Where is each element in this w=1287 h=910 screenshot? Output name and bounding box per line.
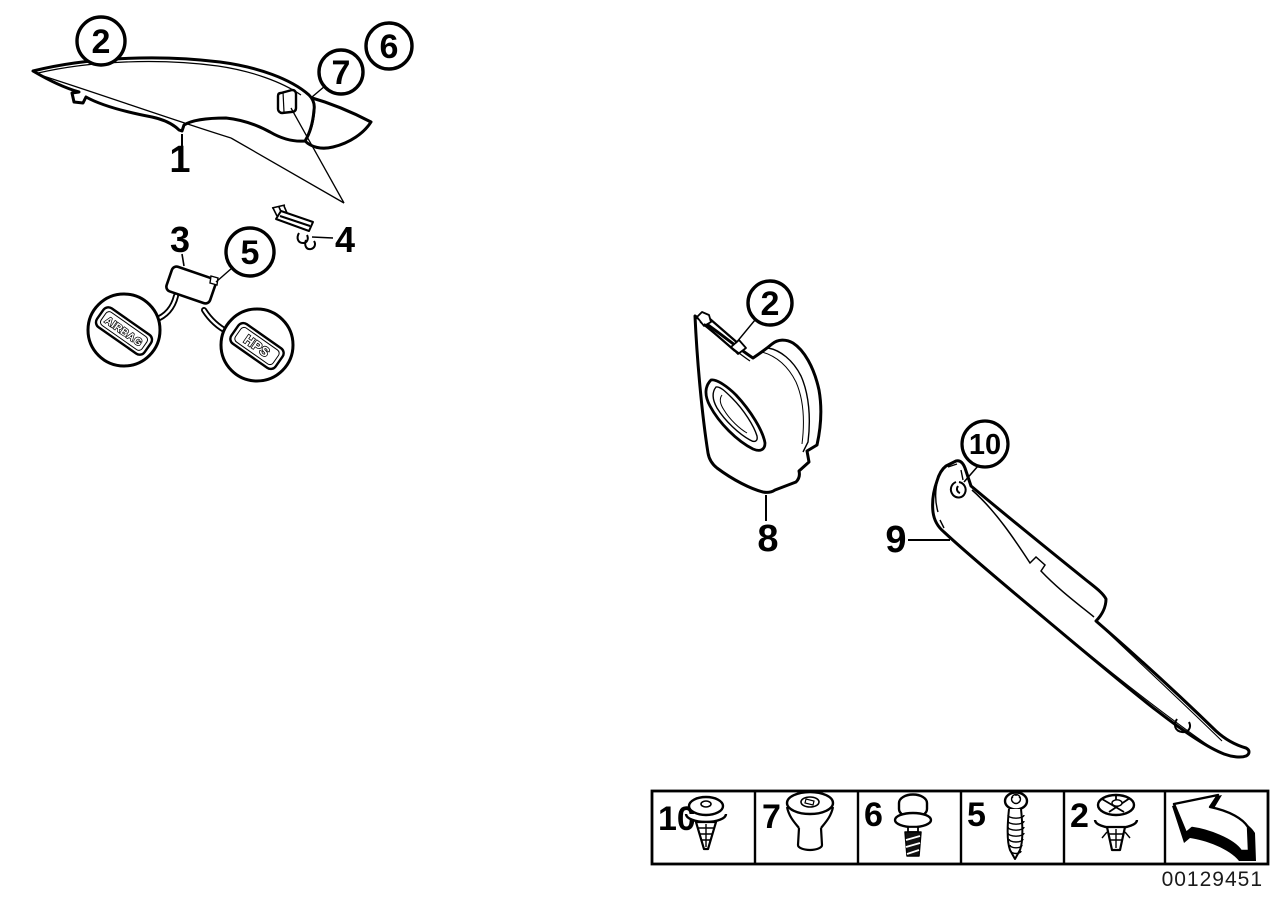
label-3[interactable]: 3 xyxy=(170,219,190,260)
legend-cell-7-label[interactable]: 7 xyxy=(762,798,781,836)
screw-washer-icon xyxy=(893,793,933,857)
plate-pin xyxy=(209,275,219,286)
leader-wedge-line-1 xyxy=(230,137,345,204)
legend-cell-5[interactable]: 5 xyxy=(967,791,1029,860)
label-4-leader xyxy=(311,236,334,239)
legend-cell-2-label[interactable]: 2 xyxy=(1070,797,1089,835)
clip-bracket-drawing xyxy=(271,204,334,251)
callout-7-circle[interactable] xyxy=(317,48,365,96)
b-pillar-top-inner-line xyxy=(699,321,751,362)
legend-cell-10[interactable]: 10 xyxy=(658,795,728,851)
airbag-emblem-inner xyxy=(100,311,148,351)
sill-outline xyxy=(931,459,1251,759)
callout-2b-number[interactable]: 2 xyxy=(761,285,780,323)
callout-6[interactable]: 6 xyxy=(364,21,414,71)
legend-cell-dividers xyxy=(753,791,1167,864)
a-pillar-outline xyxy=(31,56,316,143)
bracket-teeth xyxy=(271,204,288,217)
callout-7[interactable]: 7 xyxy=(311,48,365,98)
callout-2-b-pillar[interactable]: 2 xyxy=(746,279,794,327)
sill-tail-inner-line xyxy=(1099,624,1223,742)
callout-10-circle[interactable] xyxy=(960,419,1010,469)
callout-10[interactable]: 10 xyxy=(960,419,1010,469)
callout-5-number[interactable]: 5 xyxy=(241,234,260,272)
emblem-plate-drawing: AIRBAG HPS xyxy=(86,253,295,383)
callout-2-a-pillar[interactable]: 2 xyxy=(75,15,127,67)
label-4-number[interactable]: 4 xyxy=(335,219,355,260)
airbag-emblem-outline xyxy=(94,306,154,356)
callout-2a-number[interactable]: 2 xyxy=(92,23,111,61)
callout-6-circle[interactable] xyxy=(364,21,414,71)
callout-2b-leader xyxy=(735,319,756,344)
sill-clip-curl xyxy=(949,481,967,499)
label-1[interactable]: 1 xyxy=(169,134,191,181)
arrow-body xyxy=(1172,793,1251,853)
bracket-prongs xyxy=(296,232,316,251)
callout-6-number[interactable]: 6 xyxy=(380,28,399,66)
callout-2a-circle[interactable] xyxy=(75,15,127,67)
callout-10-number[interactable]: 10 xyxy=(969,429,1001,461)
callout-10-leader xyxy=(963,465,979,483)
expanding-rivet-icon xyxy=(684,795,728,851)
legend-cell-7[interactable]: 7 xyxy=(762,790,835,852)
hps-emblem-outline xyxy=(229,321,285,371)
sill-tab-lines xyxy=(935,463,964,529)
label-8[interactable]: 8 xyxy=(757,518,778,560)
sill-face-line-with-notch xyxy=(971,489,1095,618)
a-pillar-lip-line xyxy=(39,74,232,139)
a-pillar-trim-drawing xyxy=(31,56,373,204)
expanding-clip-icon xyxy=(1093,793,1139,852)
tapping-screw-icon xyxy=(1003,791,1029,860)
b-pillar-edge-line-1 xyxy=(767,347,810,453)
label-9-number[interactable]: 9 xyxy=(885,519,906,561)
callout-7-leader xyxy=(311,85,326,98)
legend-cell-6[interactable]: 6 xyxy=(864,793,933,857)
callout-2b-circle[interactable] xyxy=(746,279,794,327)
sill-trim-drawing xyxy=(908,459,1251,759)
emblem-plate xyxy=(165,265,217,305)
callout-5-circle[interactable] xyxy=(224,226,276,278)
legend-cell-5-label[interactable]: 5 xyxy=(967,796,986,834)
callout-5-leader xyxy=(215,267,233,283)
hps-emblem-inner xyxy=(234,326,280,366)
callout-7-number[interactable]: 7 xyxy=(332,54,351,92)
overview-arrow-icon[interactable] xyxy=(1172,793,1256,861)
fastener-legend-table: 10 7 6 xyxy=(650,789,1270,866)
document-number: 00129451 xyxy=(1162,868,1263,891)
b-pillar-handle-echo xyxy=(712,386,758,443)
legend-cell-arrow[interactable] xyxy=(1172,793,1256,861)
label-8-number[interactable]: 8 xyxy=(757,518,778,560)
label-4[interactable]: 4 xyxy=(335,219,355,260)
grommet-plug-icon xyxy=(785,790,835,852)
legend-cell-6-label[interactable]: 6 xyxy=(864,796,883,834)
b-pillar-edge-line-2 xyxy=(761,351,804,445)
a-pillar-hole xyxy=(276,88,298,115)
sill-tail-hook xyxy=(1173,718,1192,734)
a-pillar-top-inner-line xyxy=(37,60,302,96)
bracket-rail xyxy=(275,210,314,232)
label-9[interactable]: 9 xyxy=(885,519,906,561)
leader-wedge-line-2 xyxy=(290,107,345,204)
callout-5[interactable]: 5 xyxy=(224,226,276,278)
label-3-leader xyxy=(181,253,185,267)
b-pillar-handle-echo-2 xyxy=(719,394,748,434)
b-pillar-trim-drawing xyxy=(693,311,823,521)
legend-cell-2[interactable]: 2 xyxy=(1070,793,1139,852)
label-1-number[interactable]: 1 xyxy=(169,139,190,181)
label-3-number[interactable]: 3 xyxy=(170,219,190,260)
a-pillar-hole-ridge xyxy=(282,91,285,113)
